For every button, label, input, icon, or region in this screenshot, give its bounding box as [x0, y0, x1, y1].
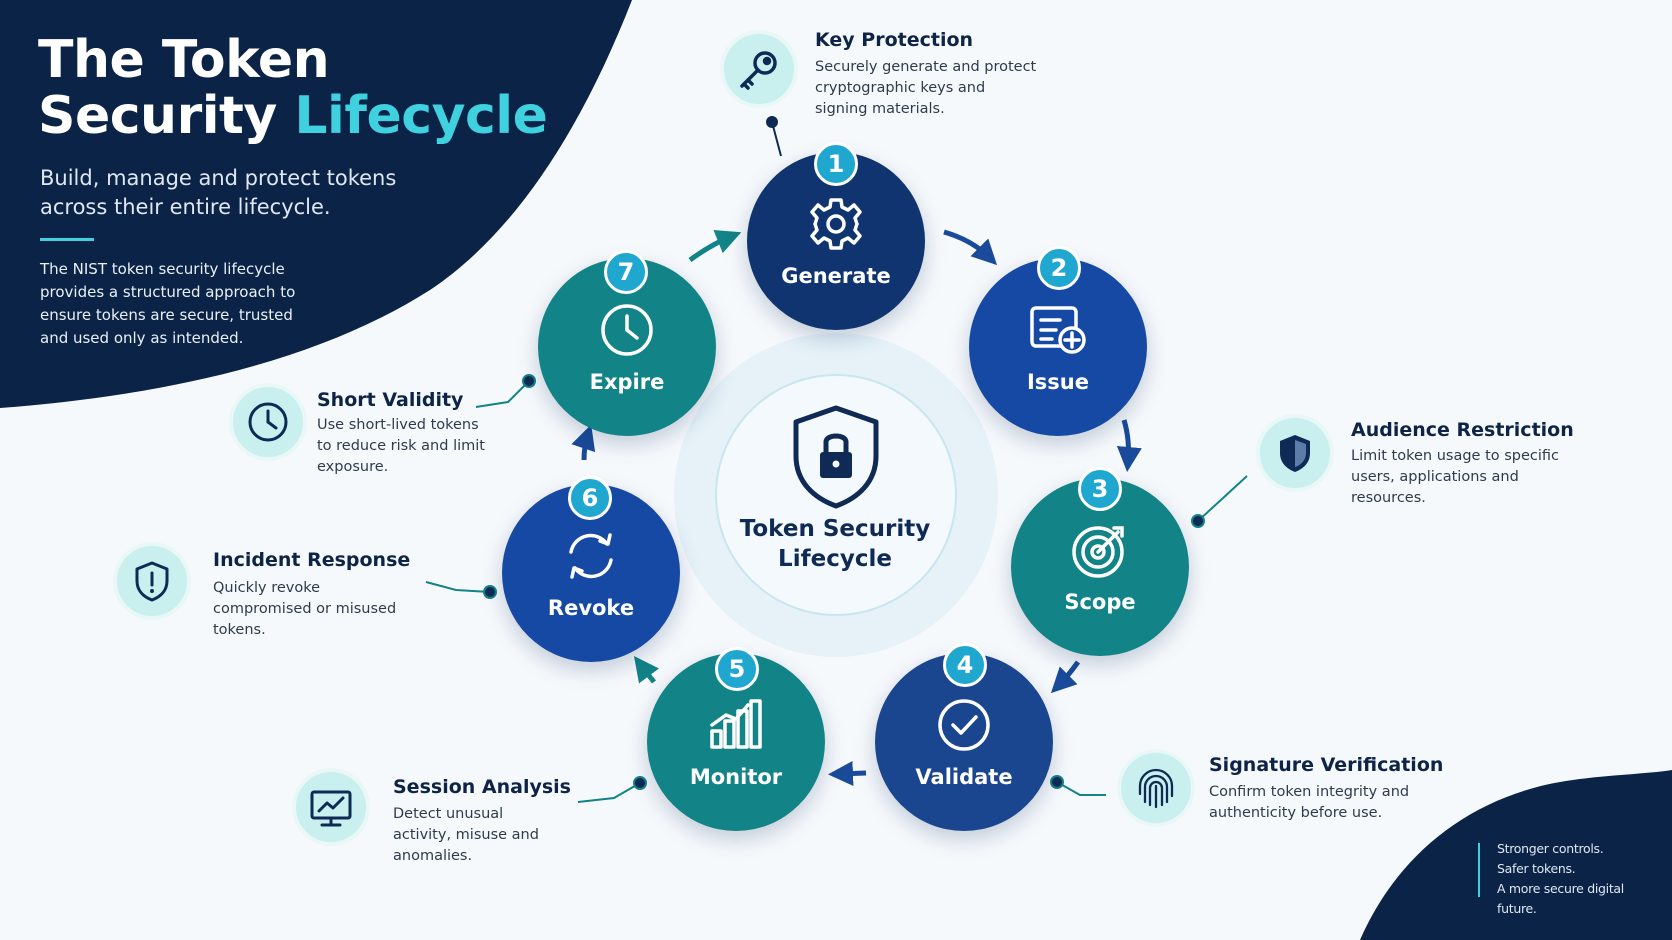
callout-signature-verification-title: Signature Verification [1209, 754, 1444, 776]
fingerprint-icon [1138, 768, 1174, 809]
stage-validate: Validate [875, 653, 1053, 831]
step-badge-5: 5 [715, 647, 759, 691]
connector-session-analysis [577, 776, 647, 803]
callout-short-validity-badge [229, 383, 307, 461]
tagline-line-1: Stronger controls. [1497, 841, 1604, 856]
step-badge-1: 1 [814, 142, 858, 186]
callout-incident-response-desc: Quickly revoke compromised or misused to… [213, 580, 397, 638]
step-badge-4: 4 [943, 643, 987, 687]
hub-inner-ring [715, 374, 957, 616]
tagline-line-2: Safer tokens. [1497, 861, 1576, 876]
target-icon [1072, 526, 1124, 578]
gear-icon [810, 198, 862, 250]
clock-icon [248, 402, 288, 442]
callout-session-analysis-desc: Detect unusual activity, misuse and anom… [393, 806, 539, 864]
key-icon [740, 51, 777, 90]
hub-title: Token Security Lifecycle [739, 516, 931, 572]
shield-icon [1280, 435, 1310, 472]
title-divider [40, 238, 94, 241]
callout-audience-restriction-title: Audience Restriction [1351, 419, 1574, 441]
arrow-generate-to-issue [943, 229, 998, 266]
callout-key-protection-title: Key Protection [815, 29, 974, 51]
connector-incident-response [425, 581, 497, 599]
connector-short-validity [475, 374, 536, 408]
arrow-revoke-to-expire [571, 424, 596, 461]
title-accent: Lifecycle [294, 86, 548, 146]
stage-label: Validate [915, 765, 1013, 789]
stage-label: Scope [1064, 590, 1136, 614]
callout-key-protection-desc: Securely generate and protect cryptograp… [815, 59, 1037, 117]
shield-alert-icon [135, 561, 169, 602]
callout-incident-response-title: Incident Response [213, 549, 411, 571]
connector-key-protection [766, 116, 782, 157]
stage-label: Issue [1026, 370, 1089, 394]
title-line-1: The Token [38, 30, 330, 90]
tagline-divider [1478, 843, 1480, 897]
stage-label: Revoke [547, 596, 635, 620]
step-badge-3: 3 [1078, 467, 1122, 511]
arrow-scope-to-validate [1050, 660, 1081, 694]
hero-panel [0, 0, 632, 408]
callout-short-validity-title: Short Validity [317, 389, 464, 411]
arrow-issue-to-scope [1116, 419, 1142, 472]
arrow-monitor-to-revoke [633, 656, 660, 684]
page-title: The Token Security Lifecycle [38, 30, 548, 146]
tagline: Stronger controls. Safer tokens. A more … [1497, 839, 1667, 919]
connector-signature-verification [1050, 775, 1106, 796]
stage-label: Monitor [689, 765, 783, 789]
clock-icon [601, 304, 653, 356]
shield-lock-icon [793, 405, 879, 509]
callout-signature-verification-desc: Confirm token integrity and authenticity… [1209, 784, 1410, 821]
callout-session-analysis-badge [292, 768, 370, 846]
callout-signature-verification-badge [1117, 749, 1195, 827]
callout-incident-response-badge [113, 542, 191, 620]
bar-chart-icon [710, 699, 762, 749]
callout-audience-restriction-desc: Limit token usage to specific users, app… [1351, 448, 1560, 506]
footer-corner-panel [1360, 770, 1672, 940]
step-badge-6: 6 [568, 476, 612, 520]
refresh-icon [569, 533, 613, 579]
connector-audience-restriction [1191, 475, 1248, 528]
check-circle-icon [938, 699, 990, 751]
stage-expire: Expire [538, 258, 716, 436]
title-line-2: Security Lifecycle [38, 86, 548, 146]
title-plain: Security [38, 86, 295, 146]
callout-short-validity-desc: Use short-lived tokens to reduce risk an… [317, 417, 485, 475]
stage-issue: Issue [969, 258, 1147, 436]
stage-label: Expire [589, 370, 665, 394]
monitor-chart-icon [310, 790, 352, 827]
step-badge-2: 2 [1037, 246, 1081, 290]
document-add-icon [1030, 306, 1086, 354]
tagline-line-3: A more secure digital future. [1497, 881, 1624, 916]
arrow-expire-to-generate [688, 229, 742, 263]
callout-audience-restriction-badge [1256, 414, 1334, 492]
callout-key-protection-badge [720, 30, 798, 108]
arrow-validate-to-monitor [828, 760, 867, 786]
stage-label: Generate [781, 264, 891, 288]
page-subtitle: Build, manage and protect tokens across … [40, 166, 397, 219]
step-badge-7: 7 [604, 250, 648, 294]
page-description: The NIST token security lifecycle provid… [40, 260, 296, 347]
callout-session-analysis-title: Session Analysis [393, 776, 571, 798]
